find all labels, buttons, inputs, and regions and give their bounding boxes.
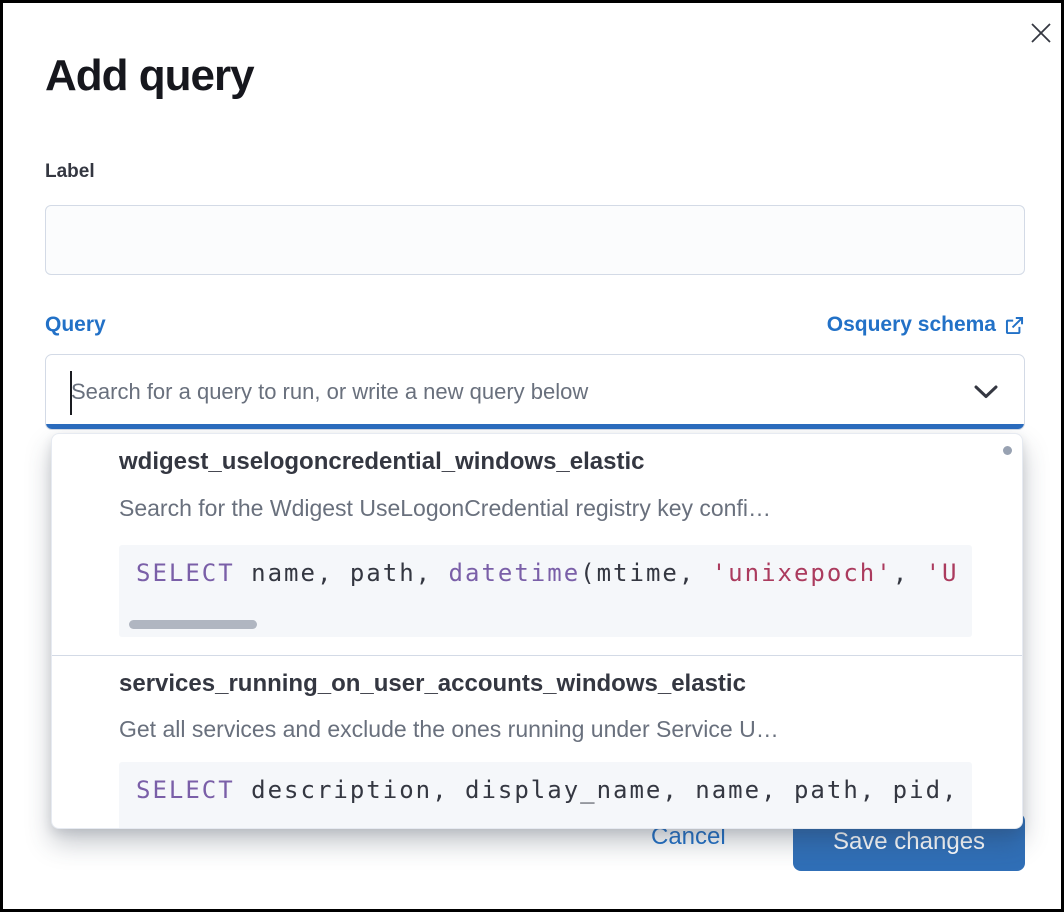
query-option-title: services_running_on_user_accounts_window…: [119, 670, 746, 697]
query-option-description: Search for the Wdigest UseLogonCredentia…: [119, 495, 771, 521]
close-button[interactable]: [1021, 13, 1061, 53]
sql-token: ,: [892, 559, 926, 587]
sql-code: SELECT description, display_name, name, …: [136, 776, 958, 804]
sql-code: SELECT name, path, datetime(mtime, 'unix…: [136, 559, 959, 587]
query-combobox: [45, 354, 1025, 430]
sql-token: description, display_name, name, path, p…: [234, 776, 959, 804]
page-title: Add query: [45, 51, 255, 100]
external-link-icon: [1004, 315, 1025, 336]
osquery-schema-link-label: Osquery schema: [826, 313, 996, 336]
sql-token: 'U: [925, 559, 959, 587]
query-search-input[interactable]: [71, 355, 954, 429]
text-caret: [70, 371, 72, 415]
option-divider: [52, 655, 1022, 656]
query-option-title: wdigest_uselogoncredential_windows_elast…: [119, 448, 645, 475]
sql-token: SELECT: [136, 776, 235, 804]
query-suggestions-panel: wdigest_uselogoncredential_windows_elast…: [51, 433, 1023, 829]
query-option-services[interactable]: services_running_on_user_accounts_window…: [52, 656, 1022, 828]
label-input[interactable]: [45, 205, 1025, 275]
query-option-description: Get all services and exclude the ones ru…: [119, 716, 779, 742]
sql-token: 'unixepoch': [711, 559, 893, 587]
horizontal-scrollbar-thumb[interactable]: [129, 620, 257, 629]
sql-token: name, path,: [234, 559, 449, 587]
label-field-label: Label: [45, 161, 95, 182]
chevron-down-icon[interactable]: [974, 385, 998, 400]
query-row: Query Osquery schema: [45, 313, 1025, 337]
query-option-code-block: SELECT description, display_name, name, …: [119, 762, 972, 828]
close-icon: [1028, 20, 1054, 46]
combobox-focus-bar: [46, 424, 1024, 429]
query-field-label: Query: [45, 313, 106, 336]
query-option-code-block: SELECT name, path, datetime(mtime, 'unix…: [119, 545, 972, 637]
vertical-scrollbar-thumb[interactable]: [1003, 446, 1012, 455]
sql-token: SELECT: [136, 559, 235, 587]
sql-token: datetime: [448, 559, 581, 587]
sql-token: (mtime,: [580, 559, 712, 587]
osquery-schema-link[interactable]: Osquery schema: [827, 313, 1025, 337]
query-option-wdigest[interactable]: wdigest_uselogoncredential_windows_elast…: [52, 434, 1022, 655]
